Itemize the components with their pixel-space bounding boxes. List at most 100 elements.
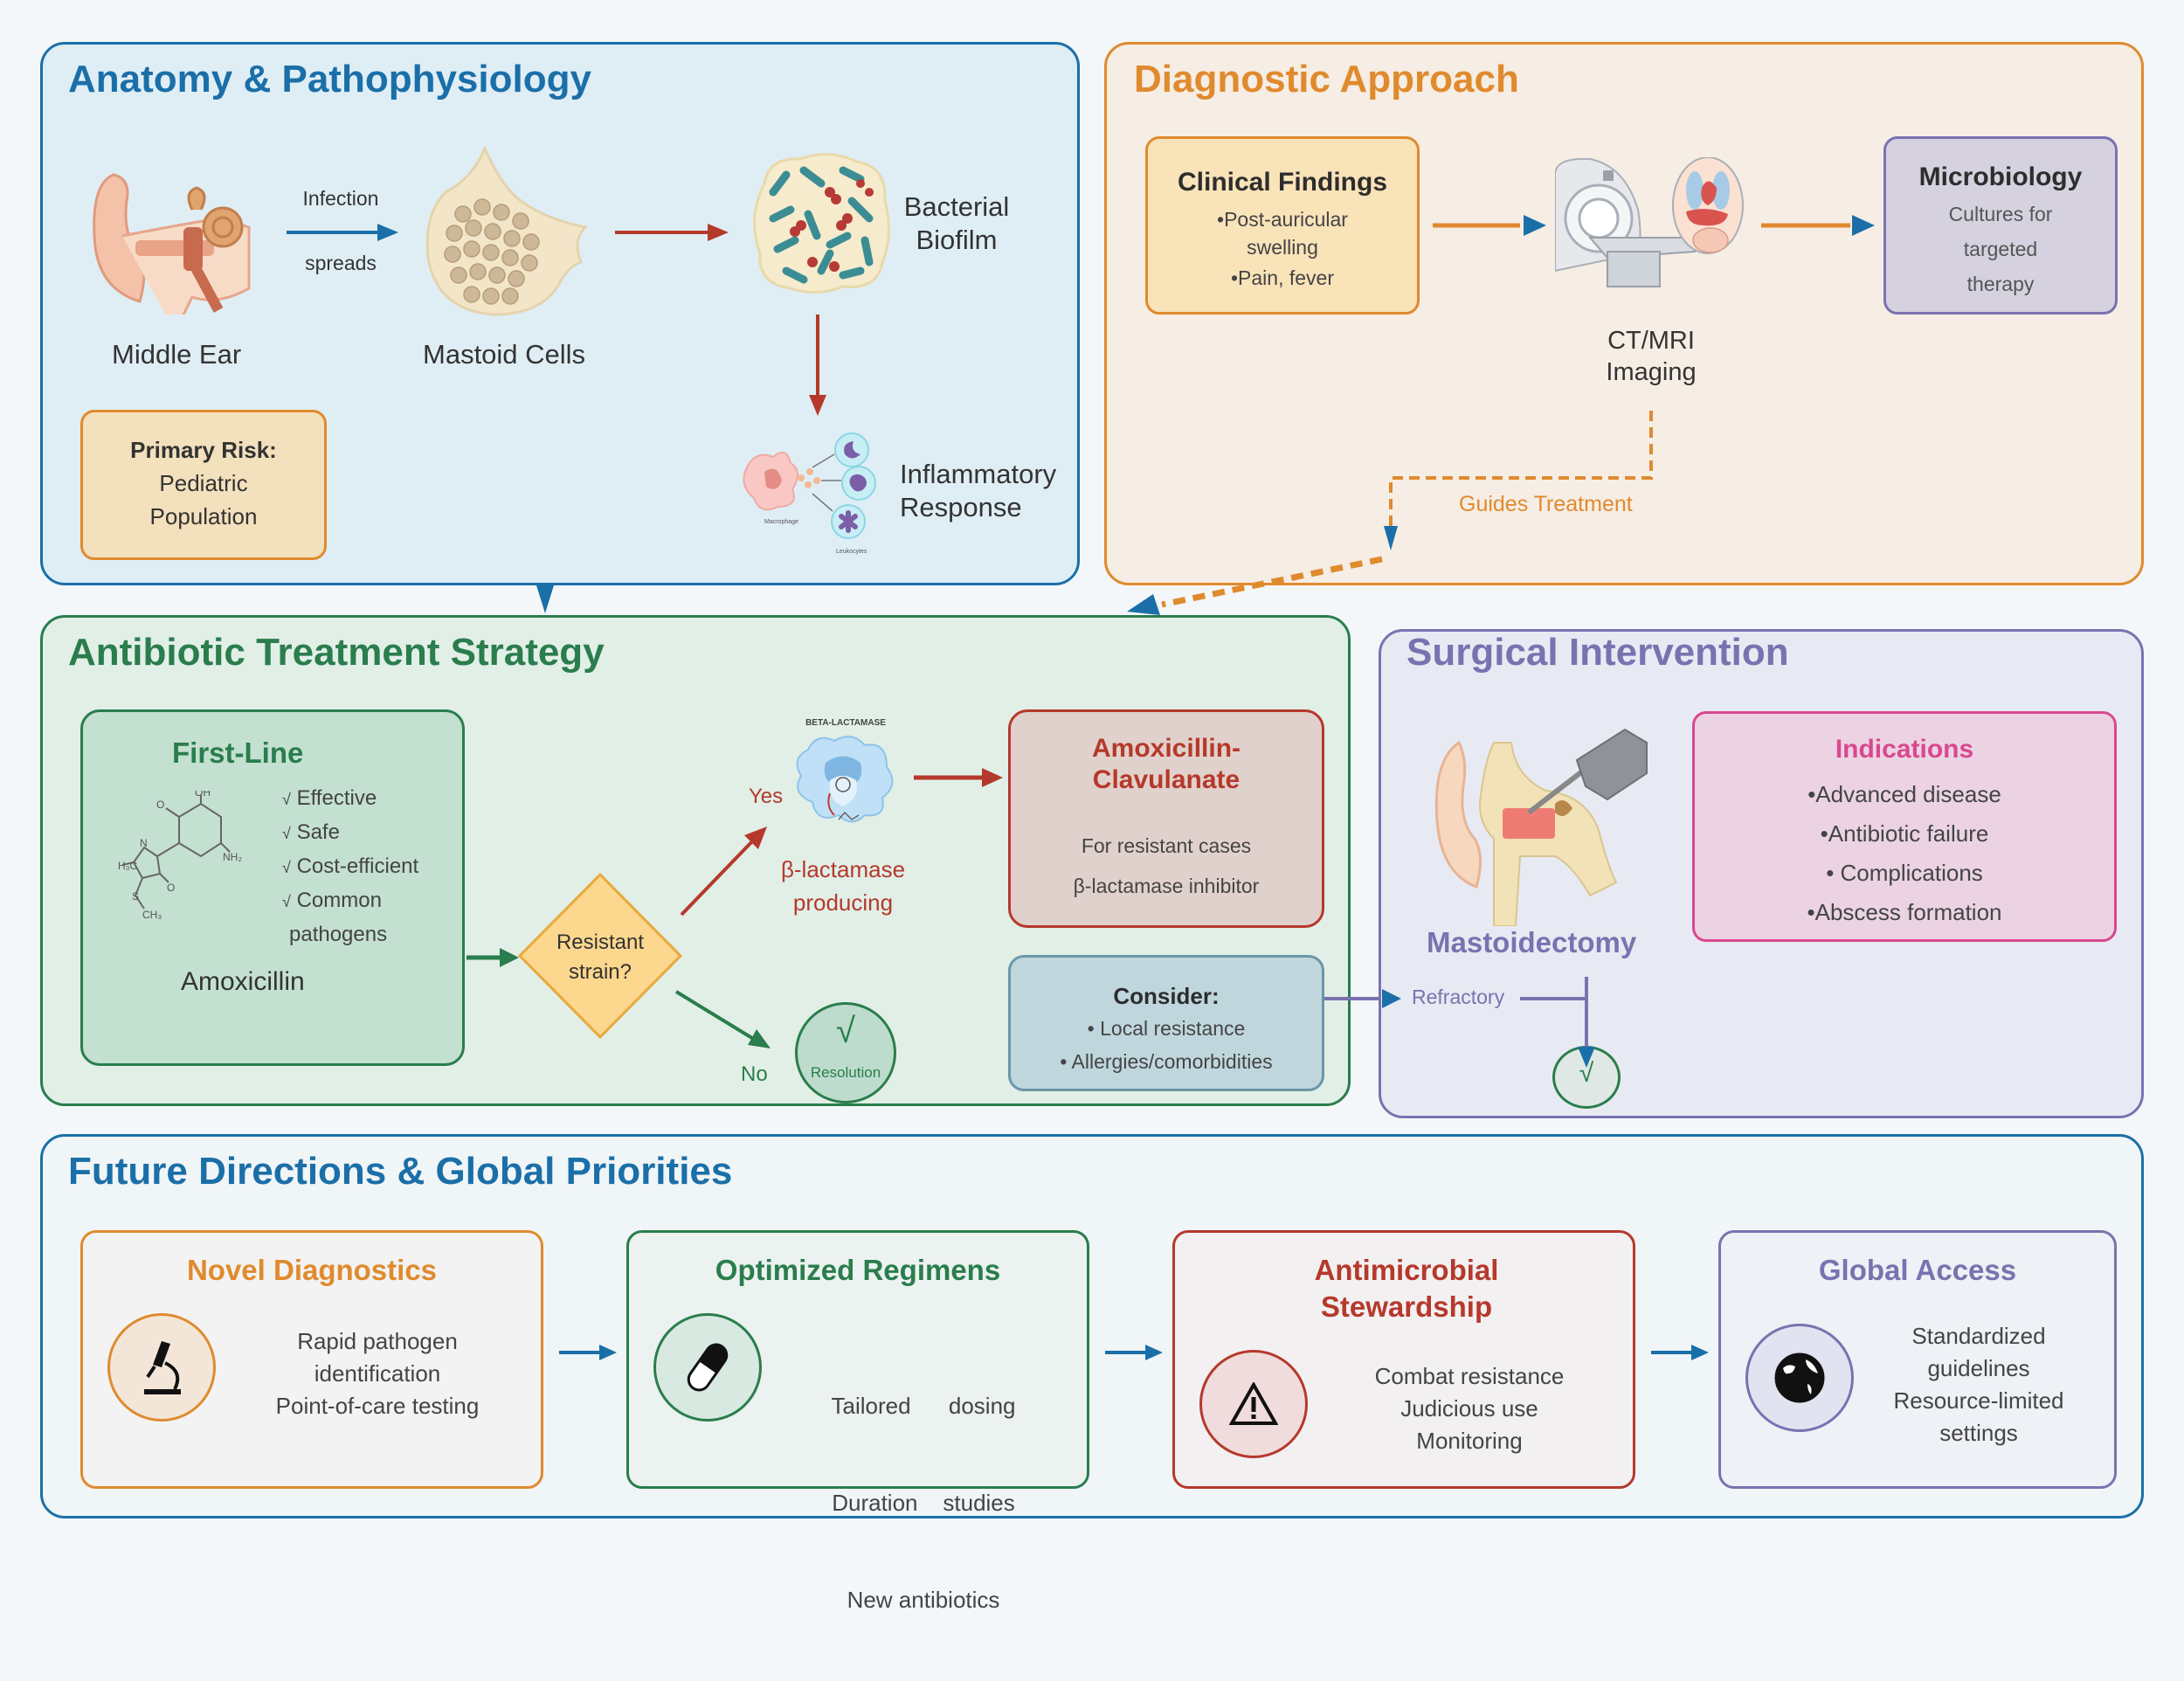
indication-2: •Antibiotic failure <box>1820 820 1989 847</box>
inflammatory-label-line1: Inflammatory <box>900 459 1057 489</box>
svg-text:S: S <box>132 890 139 903</box>
pill-icon <box>653 1313 762 1422</box>
resolution-node: √ Resolution <box>795 1002 896 1103</box>
svg-text:NH₂: NH₂ <box>223 851 242 863</box>
future-card-line: Combat resistance <box>1374 1363 1565 1389</box>
macrophage-caption: Macrophage <box>764 519 798 525</box>
beta-lactamase-line1: β-lactamase <box>780 856 906 882</box>
future-card-line: settings <box>1939 1420 2018 1446</box>
guides-treatment-label: Guides Treatment <box>1459 492 1633 516</box>
decision-line1: Resistant <box>556 930 645 954</box>
mastoidectomy-icon <box>1434 728 1648 926</box>
leukocytes-caption: Leukocytes <box>836 549 867 555</box>
microbiology-line3: therapy <box>1966 273 2035 295</box>
mastoidectomy-label: Mastoidectomy <box>1427 926 1637 958</box>
future-card-optimized-regimens: Optimized Regimens Tailored dosing Durat… <box>626 1230 1089 1613</box>
future-card-novel-diagnostics: Novel Diagnostics Rapid pathogen identif… <box>80 1230 543 1489</box>
svg-text:CH₃: CH₃ <box>142 909 162 921</box>
future-card-line: Duration studies <box>832 1490 1015 1516</box>
infection-label: Infection <box>302 187 379 210</box>
amox-clav-title-2: Clavulanate <box>1092 765 1241 794</box>
anatomy-title: Anatomy & Pathophysiology <box>68 58 591 100</box>
primary-risk-title: Primary Risk: <box>130 437 277 463</box>
future-card-title: Global Access <box>1818 1254 2017 1286</box>
benefit-safe: √ Safe <box>282 820 340 844</box>
indications-title: Indications <box>1835 735 1974 764</box>
microbiology-line2: targeted <box>1963 238 2038 260</box>
future-card-text: Rapid pathogen identification Point-of-c… <box>232 1325 523 1422</box>
beta-lactamase-enzyme-icon <box>796 736 894 823</box>
svg-text:O: O <box>167 882 175 894</box>
bacterial-biofilm-icon <box>753 153 890 294</box>
mastoid-cells-icon <box>425 145 589 316</box>
warning-icon <box>1199 1350 1308 1458</box>
inflammatory-cells-icon: Macrophage Leukocytes <box>743 432 876 555</box>
antibiotic-title: Antibiotic Treatment Strategy <box>68 631 605 674</box>
future-title: Future Directions & Global Priorities <box>68 1150 733 1193</box>
svg-text:N: N <box>140 837 148 849</box>
imaging-label: CT/MRI Imaging <box>1564 325 1738 388</box>
refractory-label: Refractory <box>1412 986 1505 1008</box>
beta-lactamase-line2: producing <box>792 889 894 916</box>
indication-1: •Advanced disease <box>1807 781 2001 807</box>
microbiology-title: Microbiology <box>1918 163 2083 191</box>
benefit-common: √ Common <box>282 889 382 912</box>
indications-box: Indications •Advanced disease •Antibioti… <box>1692 711 2117 942</box>
benefit-cost-efficient: √ Cost-efficient <box>282 854 419 878</box>
future-card-text: Standardized guidelines Resource-limited… <box>1861 1320 2097 1449</box>
check-icon: √ <box>282 859 291 876</box>
future-card-line: Tailored dosing <box>831 1393 1016 1419</box>
biofilm-label-line2: Biofilm <box>916 225 998 255</box>
decision-label: Resistant strain? <box>535 928 666 987</box>
first-line-benefits: √ Effective √ Safe √ Cost-efficient √ Co… <box>282 782 418 951</box>
arrow-head <box>1127 594 1160 615</box>
clinical-findings-box: Clinical Findings •Post-auricular swelli… <box>1145 136 1420 315</box>
primary-risk-line1: Pediatric <box>159 470 248 496</box>
mastoid-cells-label: Mastoid Cells <box>423 339 586 370</box>
indication-3: • Complications <box>1826 860 1983 886</box>
middle-ear-icon <box>93 173 251 315</box>
future-card-line: New antibiotics <box>847 1587 1000 1613</box>
future-card-line: Monitoring <box>1416 1428 1523 1454</box>
resistant-strain-decision <box>517 872 683 1040</box>
check-icon: √ <box>282 893 291 910</box>
future-card-line: Point-of-care testing <box>275 1393 480 1419</box>
consider-item-2: • Allergies/comorbidities <box>1060 1050 1273 1073</box>
diagnostic-title: Diagnostic Approach <box>1134 58 1519 100</box>
svg-text:OH: OH <box>195 791 211 799</box>
inflammatory-label-line2: Response <box>900 492 1022 522</box>
biofilm-label: Bacterial Biofilm <box>891 190 1022 257</box>
imaging-label-line1: CT/MRI <box>1607 327 1695 355</box>
imaging-label-line2: Imaging <box>1606 358 1697 386</box>
benefit-pathogens: pathogens <box>289 923 388 946</box>
microbiology-line1: Cultures for <box>1948 203 2053 225</box>
future-card-line: Standardized <box>1911 1323 2046 1349</box>
enzyme-caption: BETA-LACTAMASE <box>805 718 886 728</box>
middle-ear-label: Middle Ear <box>112 339 242 370</box>
amox-clav-line2: β-lactamase inhibitor <box>1073 875 1260 897</box>
amox-clav-title-1: Amoxicillin- <box>1091 734 1241 763</box>
future-card-title: Antimicrobial Stewardship <box>1314 1254 1499 1323</box>
first-line-title: First-Line <box>172 737 304 769</box>
primary-risk-box: Primary Risk: Pediatric Population <box>80 410 327 560</box>
future-card-title: Novel Diagnostics <box>186 1254 438 1286</box>
future-card-antimicrobial-stewardship: Antimicrobial Stewardship Combat resista… <box>1172 1230 1635 1489</box>
future-card-line: Judicious use <box>1400 1395 1538 1422</box>
resolution-label: Resolution <box>810 1064 881 1081</box>
primary-risk-line2: Population <box>149 503 258 529</box>
consider-box: Consider: • Local resistance • Allergies… <box>1008 955 1324 1091</box>
globe-icon <box>1745 1324 1854 1432</box>
indication-4: •Abscess formation <box>1807 899 2002 925</box>
yes-label: Yes <box>749 785 784 808</box>
future-card-title: Optimized Regimens <box>715 1254 1001 1286</box>
beta-lactamase-label: β-lactamase producing <box>760 853 926 919</box>
surgical-title: Surgical Intervention <box>1406 631 1789 674</box>
future-card-line: Rapid pathogen <box>297 1328 458 1354</box>
ct-mri-scanner-icon <box>1555 157 1744 287</box>
svg-text:H₃C: H₃C <box>118 860 138 872</box>
inflammatory-label: Inflammatory Response <box>900 458 1056 524</box>
surgical-outcome-node: √ <box>1552 1046 1621 1109</box>
decision-line2: strain? <box>568 960 632 984</box>
arrow-anatomy-to-antibiotic <box>536 585 554 613</box>
